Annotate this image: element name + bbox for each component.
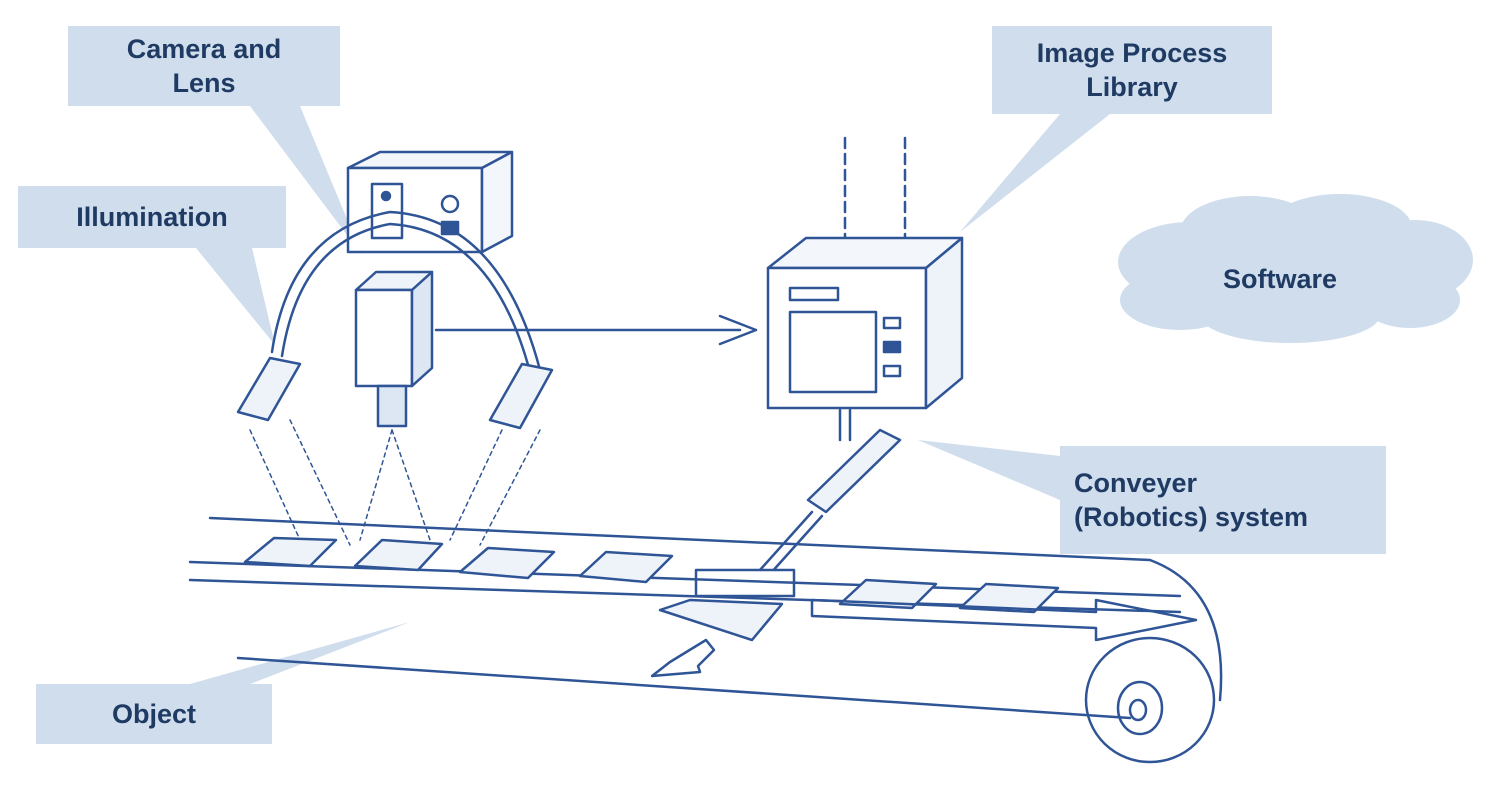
camera-and-lens-text: Camera and Lens — [126, 34, 282, 98]
callout-pointers — [190, 106, 1110, 684]
image-library-callout-pointer — [960, 114, 1110, 232]
signal-arrow — [434, 314, 758, 346]
controller-unit — [346, 150, 514, 254]
software-label: Software — [1222, 264, 1338, 294]
illumination-text: Illumination — [76, 202, 228, 232]
flow-arrows — [650, 598, 1198, 678]
conveyer-system-label: Conveyer (Robotics) system — [1060, 446, 1386, 554]
illumination-lights — [236, 356, 554, 430]
robotic-arm — [694, 408, 902, 598]
image-processor-unit — [766, 136, 964, 410]
camera-callout-pointer — [250, 106, 362, 255]
illumination-label: Illumination — [18, 186, 286, 248]
conveyer-callout-pointer — [918, 440, 1060, 500]
object-callout-pointer — [190, 622, 410, 684]
objects-on-belt — [243, 536, 1060, 642]
software-cloud — [1118, 194, 1473, 343]
image-process-library-text: Image Process Library — [1036, 38, 1228, 102]
camera-and-lens-label: Camera and Lens — [68, 26, 340, 106]
conveyer-system-text: Conveyer (Robotics) system — [1074, 468, 1309, 532]
camera-body — [354, 270, 434, 428]
object-text: Object — [111, 699, 197, 729]
light-arc — [270, 210, 542, 374]
image-process-library-label: Image Process Library — [992, 26, 1272, 114]
illumination-callout-pointer — [196, 248, 275, 345]
object-label: Object — [36, 684, 272, 744]
